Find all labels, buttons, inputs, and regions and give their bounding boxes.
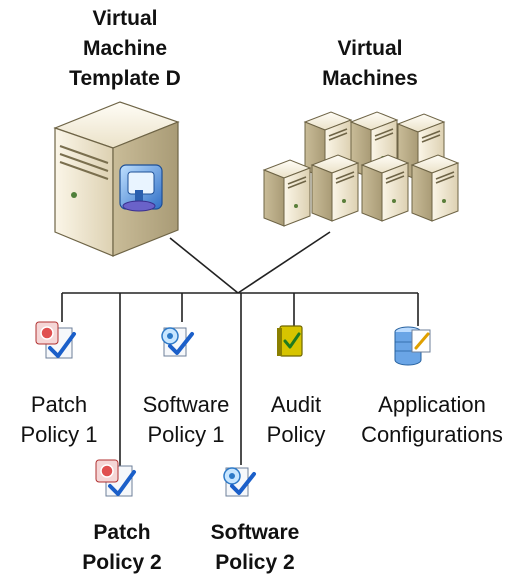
- audit-policy-label: Audit Policy: [266, 392, 326, 447]
- virtual-machines-title: Virtual Machines: [322, 37, 418, 90]
- application-configurations-icon: [394, 326, 431, 366]
- software-policy-1-icon: [161, 327, 194, 357]
- patch-policy-1-icon: [35, 321, 76, 359]
- software-policy-2-label: Software Policy 2: [210, 521, 300, 574]
- audit-policy-icon: [277, 325, 303, 357]
- patch-policy-2-icon: [95, 459, 136, 497]
- virtual-machines-icon: [263, 111, 459, 227]
- connector-vms-to-hub: [237, 231, 331, 294]
- connector-template-to-hub: [169, 237, 239, 294]
- software-policy-1-label: Software Policy 1: [142, 392, 230, 447]
- connector-lines: [61, 231, 419, 470]
- patch-policy-2-label: Patch Policy 2: [82, 521, 162, 574]
- software-policy-2-icon: [223, 467, 256, 497]
- template-badge-icon: [119, 164, 163, 212]
- patch-policy-1-label: Patch Policy 1: [20, 392, 98, 447]
- template-server-icon: [53, 101, 180, 257]
- vm-template-title: Virtual Machine Template D: [69, 7, 181, 90]
- application-configurations-label: Application Configurations: [361, 392, 503, 447]
